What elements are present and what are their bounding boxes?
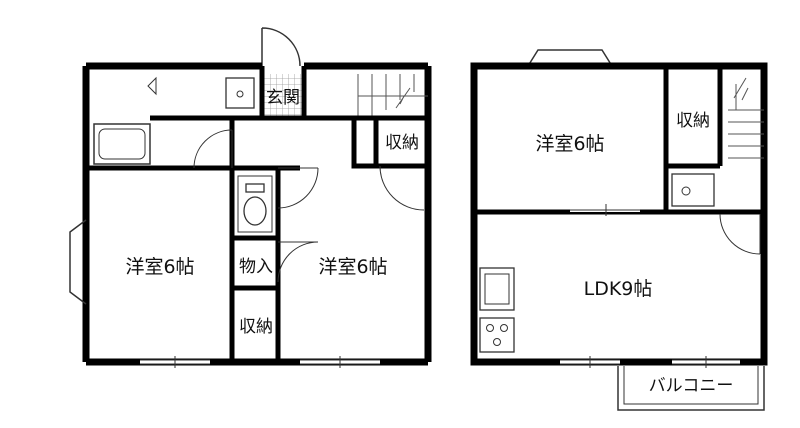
- ldk-door: [719, 213, 761, 255]
- kitchen-sink-basin: [484, 273, 510, 305]
- top-bay-window: [527, 49, 613, 67]
- burner: [486, 324, 494, 332]
- storage-2f-label: 収納: [676, 111, 710, 131]
- closet-door: [277, 241, 319, 283]
- stairs-1f: [357, 74, 428, 118]
- balcony-inner: [623, 366, 759, 405]
- storage-bottom-label: 収納: [239, 317, 273, 337]
- burner: [493, 338, 501, 346]
- room-left-label: 洋室6帖: [125, 256, 194, 278]
- room-2f-label: 洋室6帖: [535, 133, 604, 155]
- window-mullion: [174, 356, 341, 368]
- floor-2-inner-walls: [474, 66, 764, 215]
- storage-top-label: 収納: [385, 133, 419, 153]
- window-mullion: [589, 356, 707, 368]
- wash-basin-drain: [236, 90, 244, 98]
- bathtub: [93, 123, 151, 165]
- balcony-label: バルコニー: [649, 376, 734, 396]
- room-mid-label: 洋室6帖: [318, 256, 387, 278]
- kitchen-sink: [479, 267, 515, 311]
- hand-sink-basin: [681, 186, 691, 196]
- entrance-floor: [262, 74, 304, 118]
- toilet-room: [237, 175, 273, 233]
- bay-window: [69, 219, 87, 305]
- room-mid-door: [277, 167, 319, 209]
- closet-label: 物入: [239, 257, 273, 277]
- hand-sink: [671, 173, 715, 207]
- entrance-label: 玄関: [266, 88, 300, 108]
- floor-1: 玄関 収納 洋室6帖 洋室6帖 物入 収納: [69, 27, 432, 368]
- toilet: [243, 196, 267, 226]
- bathroom-door: [193, 129, 233, 169]
- floor-2: 洋室6帖 収納 LDK9帖 バルコニー: [470, 49, 768, 411]
- balcony-rail: [617, 366, 765, 411]
- wash-basin: [225, 77, 255, 109]
- vent-marker: [147, 76, 157, 96]
- burner: [500, 324, 508, 332]
- stairs-2f: [728, 77, 764, 159]
- floor-1-outer-wall: [82, 62, 432, 366]
- storage-door: [379, 165, 425, 211]
- stove: [479, 317, 515, 353]
- toilet-tank: [245, 183, 265, 193]
- bathtub-inner: [98, 128, 146, 160]
- ldk-label: LDK9帖: [584, 278, 653, 300]
- entrance-door: [261, 27, 301, 67]
